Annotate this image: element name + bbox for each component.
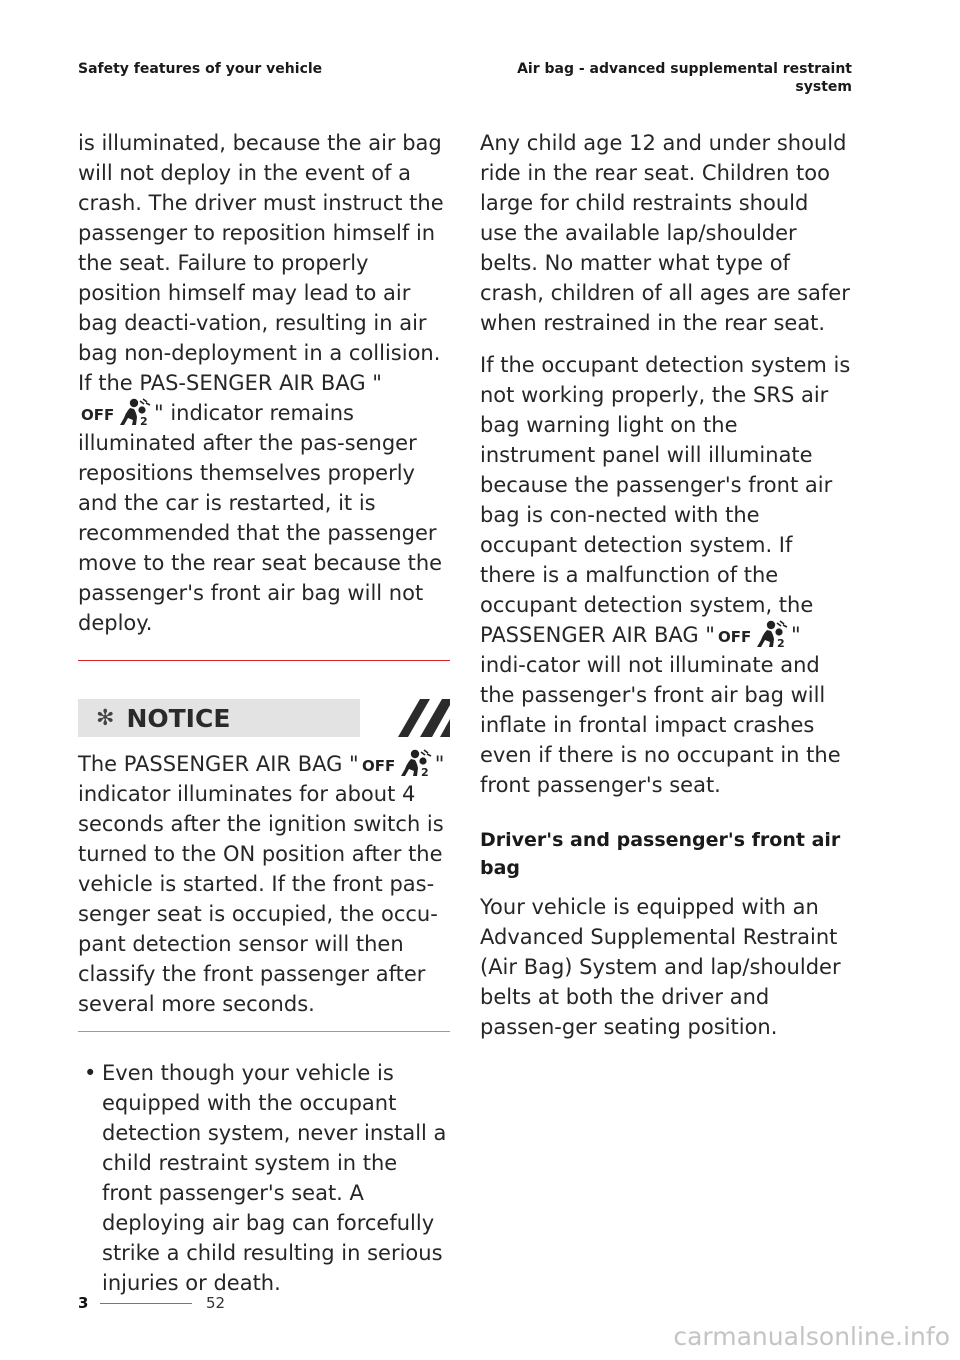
svg-text:2: 2 xyxy=(421,766,429,777)
header-topic-line1: Air bag - advanced supplemental restrain… xyxy=(517,61,852,77)
header-topic-line2: system xyxy=(795,79,852,95)
header-section-title: Safety features of your vehicle xyxy=(78,61,323,77)
svg-text:2: 2 xyxy=(140,415,148,426)
notice-star-icon: ✻ xyxy=(96,705,115,731)
left-column: is illuminated, because the air bag will… xyxy=(78,128,450,1310)
text-part: " indi-cator will not illuminate and the… xyxy=(480,623,841,797)
page-footer: 3 52 xyxy=(78,1294,225,1312)
paragraph-detection-malfunction: If the occupant detection system is not … xyxy=(480,350,852,800)
notice-end-divider xyxy=(78,1031,450,1032)
diagonal-stripes-icon xyxy=(360,699,450,737)
section-heading: Driver's and passenger's front air bag xyxy=(480,829,841,879)
right-column: Any child age 12 and under should ride i… xyxy=(480,128,852,1054)
svg-text:OFF: OFF xyxy=(718,628,751,646)
notice-title: NOTICE xyxy=(126,703,231,733)
footer-rule xyxy=(100,1302,192,1304)
bullet-marker: • xyxy=(84,1061,97,1085)
passenger-airbag-off-icon: OFF 2 xyxy=(717,620,789,648)
notice-banner: ✻ NOTICE xyxy=(78,699,450,737)
text-part: is illuminated, because the air bag will… xyxy=(78,131,444,395)
notice-text: The PASSENGER AIR BAG "OFF 2" indicator i… xyxy=(78,749,450,1019)
list-item: • Even though your vehicle is equipped w… xyxy=(78,1058,450,1298)
page-number: 52 xyxy=(206,1294,226,1312)
passenger-airbag-off-icon: OFF 2 xyxy=(80,398,152,426)
svg-text:OFF: OFF xyxy=(81,406,114,424)
section-divider-red xyxy=(78,660,450,661)
text-part: If the occupant detection system is not … xyxy=(480,353,851,647)
svg-text:2: 2 xyxy=(777,637,785,648)
text-part: " indicator remains illuminated after th… xyxy=(78,401,443,635)
bullet-text: Even though your vehicle is equipped wit… xyxy=(102,1061,447,1295)
watermark: carmanualsonline.info xyxy=(673,1322,950,1351)
passenger-airbag-off-icon: OFF 2 xyxy=(361,749,433,777)
paragraph-continued: is illuminated, because the air bag will… xyxy=(78,128,450,638)
paragraph-front-airbag: Your vehicle is equipped with an Advance… xyxy=(480,895,841,1039)
paragraph-child-seating: Any child age 12 and under should ride i… xyxy=(480,131,850,335)
text-part: " indicator illuminates for about 4 seco… xyxy=(78,752,445,1016)
header-topic-title: Air bag - advanced supplemental restrain… xyxy=(452,60,852,96)
svg-text:OFF: OFF xyxy=(362,757,395,775)
text-part: The PASSENGER AIR BAG " xyxy=(78,752,359,776)
chapter-number: 3 xyxy=(78,1294,89,1312)
